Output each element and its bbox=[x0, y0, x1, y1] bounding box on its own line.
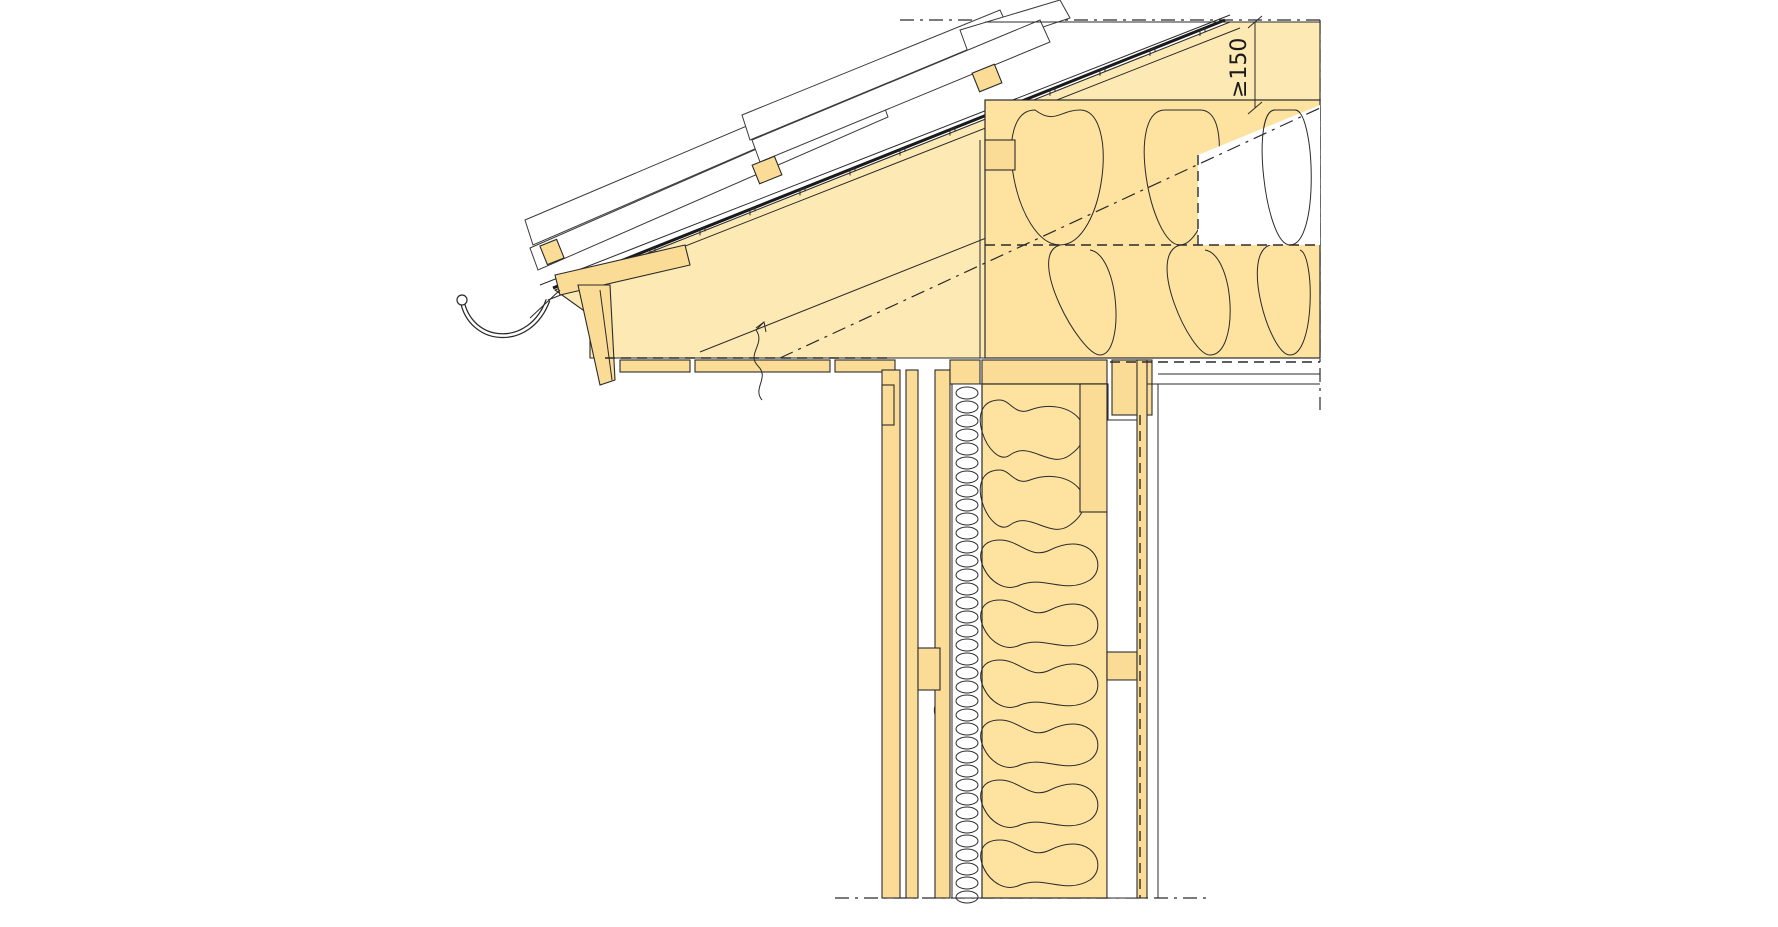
mesh-cell bbox=[955, 582, 979, 596]
batten-tick bbox=[749, 206, 756, 216]
batten-tick bbox=[799, 186, 806, 196]
mesh-cell bbox=[955, 554, 979, 568]
mesh-cell bbox=[955, 610, 979, 624]
roof-tiles bbox=[524, 0, 1071, 271]
mesh-cell bbox=[955, 624, 979, 638]
mesh-cell bbox=[955, 750, 979, 764]
mesh-cell bbox=[955, 568, 979, 582]
mesh-cell bbox=[955, 596, 979, 610]
mesh-cell bbox=[955, 806, 979, 820]
mesh-cell bbox=[955, 848, 979, 862]
batten-tick bbox=[649, 246, 656, 256]
ventilation-arrows bbox=[753, 321, 949, 761]
mesh-cell bbox=[955, 820, 979, 834]
mesh-cell bbox=[955, 680, 979, 694]
dimension-text: ≥150 bbox=[1227, 38, 1252, 98]
mesh-cell bbox=[955, 442, 979, 456]
batten-tick bbox=[1199, 27, 1206, 36]
mesh-cell bbox=[955, 736, 979, 750]
mesh-cell bbox=[955, 470, 979, 484]
mesh-cell bbox=[955, 876, 979, 890]
mesh-cell bbox=[955, 708, 979, 722]
batten-tick bbox=[949, 126, 956, 136]
eaves-fascia bbox=[554, 244, 691, 386]
mesh-cell bbox=[955, 498, 979, 512]
mesh-cell bbox=[955, 792, 979, 806]
mesh-cell bbox=[955, 400, 979, 414]
wall-cladding bbox=[881, 369, 951, 899]
dimension-150: ≥150 bbox=[1227, 15, 1263, 115]
batten-tick bbox=[699, 226, 706, 236]
wall-mesh-inner bbox=[1106, 359, 1148, 899]
mesh-cell bbox=[955, 456, 979, 470]
batten-tick bbox=[849, 166, 856, 176]
mesh-cell bbox=[955, 834, 979, 848]
mesh-cell bbox=[955, 862, 979, 876]
roof-insulation bbox=[779, 99, 1321, 359]
mesh-cell bbox=[955, 652, 979, 666]
mesh-cell bbox=[955, 638, 979, 652]
mesh-cell bbox=[955, 890, 979, 904]
mesh-cell bbox=[955, 666, 979, 680]
soffit-boards bbox=[605, 357, 896, 373]
mesh-cell bbox=[955, 414, 979, 428]
mesh-cell bbox=[955, 694, 979, 708]
mesh-cell bbox=[955, 764, 979, 778]
batten-tick bbox=[1099, 67, 1106, 76]
batten-tick bbox=[1149, 47, 1156, 56]
wall-cavity-insulation bbox=[979, 383, 1108, 899]
mesh-cell bbox=[955, 722, 979, 736]
mesh-cell bbox=[955, 778, 979, 792]
mesh-cell bbox=[955, 526, 979, 540]
mesh-cell bbox=[955, 484, 979, 498]
batten-tick bbox=[899, 146, 906, 156]
mesh-cell bbox=[955, 386, 979, 400]
batten-tick bbox=[1049, 87, 1056, 96]
interior-lining bbox=[1110, 361, 1320, 898]
tile-battens bbox=[539, 63, 1003, 266]
mesh-cell bbox=[955, 540, 979, 554]
mesh-cell bbox=[955, 428, 979, 442]
gutter bbox=[456, 289, 561, 339]
mesh-cell bbox=[955, 512, 979, 526]
